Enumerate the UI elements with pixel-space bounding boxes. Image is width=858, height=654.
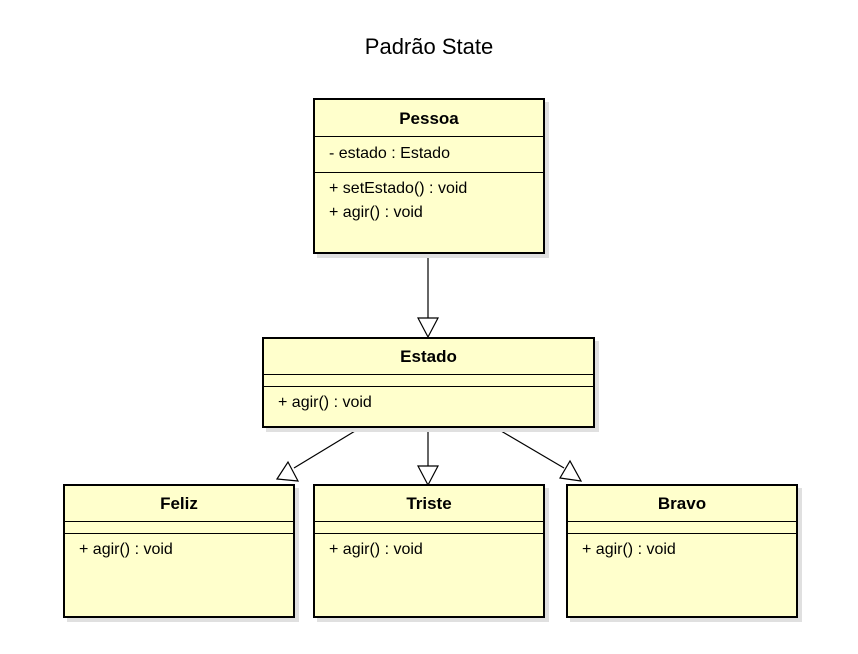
- class-triste[interactable]: Triste + agir() : void: [313, 484, 545, 618]
- class-pessoa-operations: + setEstado() : void + agir() : void: [315, 173, 543, 225]
- class-bravo-operation: + agir() : void: [582, 541, 676, 558]
- class-bravo[interactable]: Bravo + agir() : void: [566, 484, 798, 618]
- class-estado-operations: + agir() : void: [264, 387, 593, 415]
- class-bravo-attributes: [568, 522, 796, 534]
- class-triste-attributes: [315, 522, 543, 534]
- class-feliz-operations: + agir() : void: [65, 534, 293, 562]
- class-pessoa[interactable]: Pessoa - estado : Estado + setEstado() :…: [313, 98, 545, 254]
- class-estado-attributes: [264, 375, 593, 387]
- class-feliz-name: Feliz: [65, 486, 293, 522]
- feliz-estado-line: [293, 427, 361, 469]
- class-pessoa-attribute: - estado : Estado: [329, 145, 450, 162]
- pessoa-estado-arrowhead: [417, 317, 439, 339]
- class-pessoa-name: Pessoa: [315, 100, 543, 137]
- class-bravo-name: Bravo: [568, 486, 796, 522]
- class-feliz[interactable]: Feliz + agir() : void: [63, 484, 295, 618]
- class-bravo-operations: + agir() : void: [568, 534, 796, 562]
- diagram-title: Padrão State: [364, 34, 494, 59]
- class-estado-name: Estado: [264, 339, 593, 375]
- bravo-estado-line: [495, 427, 565, 469]
- bravo-estado-arrowhead: [559, 459, 583, 482]
- feliz-estado-arrowhead: [275, 460, 300, 482]
- class-triste-operation: + agir() : void: [329, 541, 423, 558]
- class-pessoa-attributes: - estado : Estado: [315, 137, 543, 173]
- class-pessoa-operation: + setEstado() : void: [329, 180, 468, 197]
- class-triste-name: Triste: [315, 486, 543, 522]
- class-feliz-attributes: [65, 522, 293, 534]
- class-triste-operations: + agir() : void: [315, 534, 543, 562]
- class-estado-operation: + agir() : void: [278, 394, 372, 411]
- class-feliz-operation: + agir() : void: [79, 541, 173, 558]
- triste-estado-arrowhead: [417, 465, 439, 487]
- class-pessoa-operation: + agir() : void: [329, 204, 423, 221]
- class-estado[interactable]: Estado + agir() : void: [262, 337, 595, 428]
